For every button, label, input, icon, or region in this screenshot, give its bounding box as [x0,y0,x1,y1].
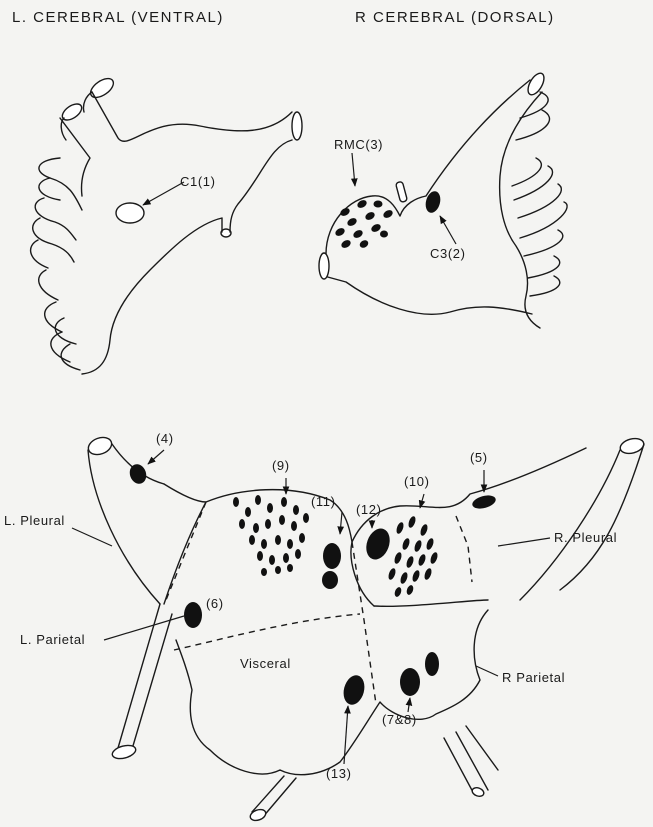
arrow-13 [344,706,348,764]
leader-l-pleural [72,528,112,546]
label-l-pleural: L. Pleural [4,513,65,528]
label-6: (6) [206,596,224,611]
label-rmc: RMC(3) [334,137,383,152]
label-12: (12) [356,502,382,517]
label-r-parietal: R Parietal [502,670,565,685]
left-cerebral-nerves [31,158,82,370]
lower-ganglia-complex [86,434,645,822]
label-c3: C3(2) [430,246,466,261]
label-11: (11) [311,494,336,509]
arrow-4 [148,450,164,464]
c1-cell [116,203,144,223]
label-5: (5) [470,450,488,465]
leader-r-pleural [498,538,550,546]
cell-8 [425,652,439,676]
arrow-7-8 [408,698,410,712]
leader-r-parietal [476,666,498,676]
c1-arrow [143,182,184,205]
label-13: (13) [326,766,352,781]
rmc-cell-cluster [334,198,394,249]
cell-6 [184,602,202,628]
cell-11a [323,543,341,569]
label-9: (9) [272,458,290,473]
c3-cell [423,190,442,215]
label-r-pleural: R. Pleural [554,530,617,545]
label-l-parietal: L. Parietal [20,632,85,647]
cell-7 [400,668,420,696]
left-cerebral-header: L. CEREBRAL (VENTRAL) [12,9,224,26]
label-visceral: Visceral [240,656,291,671]
label-c1: C1(1) [180,174,216,189]
label-4: (4) [156,431,174,446]
cell-12 [362,525,394,563]
c3-arrow [440,216,456,244]
label-7-8: (7&8) [382,712,417,727]
cell-13 [340,673,367,707]
cell-5 [471,493,497,511]
cell-11b [322,571,338,589]
left-cerebral-ganglion [31,75,302,374]
right-cerebral-nerves [512,92,567,296]
label-10: (10) [404,474,430,489]
right-cerebral-ganglion [319,71,567,328]
leader-l-parietal [104,616,184,640]
rmc-arrow [352,153,355,186]
cell-cluster-10 [387,515,439,597]
arrow-11 [340,512,342,534]
cell-cluster-9 [233,495,309,576]
right-cerebral-header: R CEREBRAL (DORSAL) [355,9,555,26]
